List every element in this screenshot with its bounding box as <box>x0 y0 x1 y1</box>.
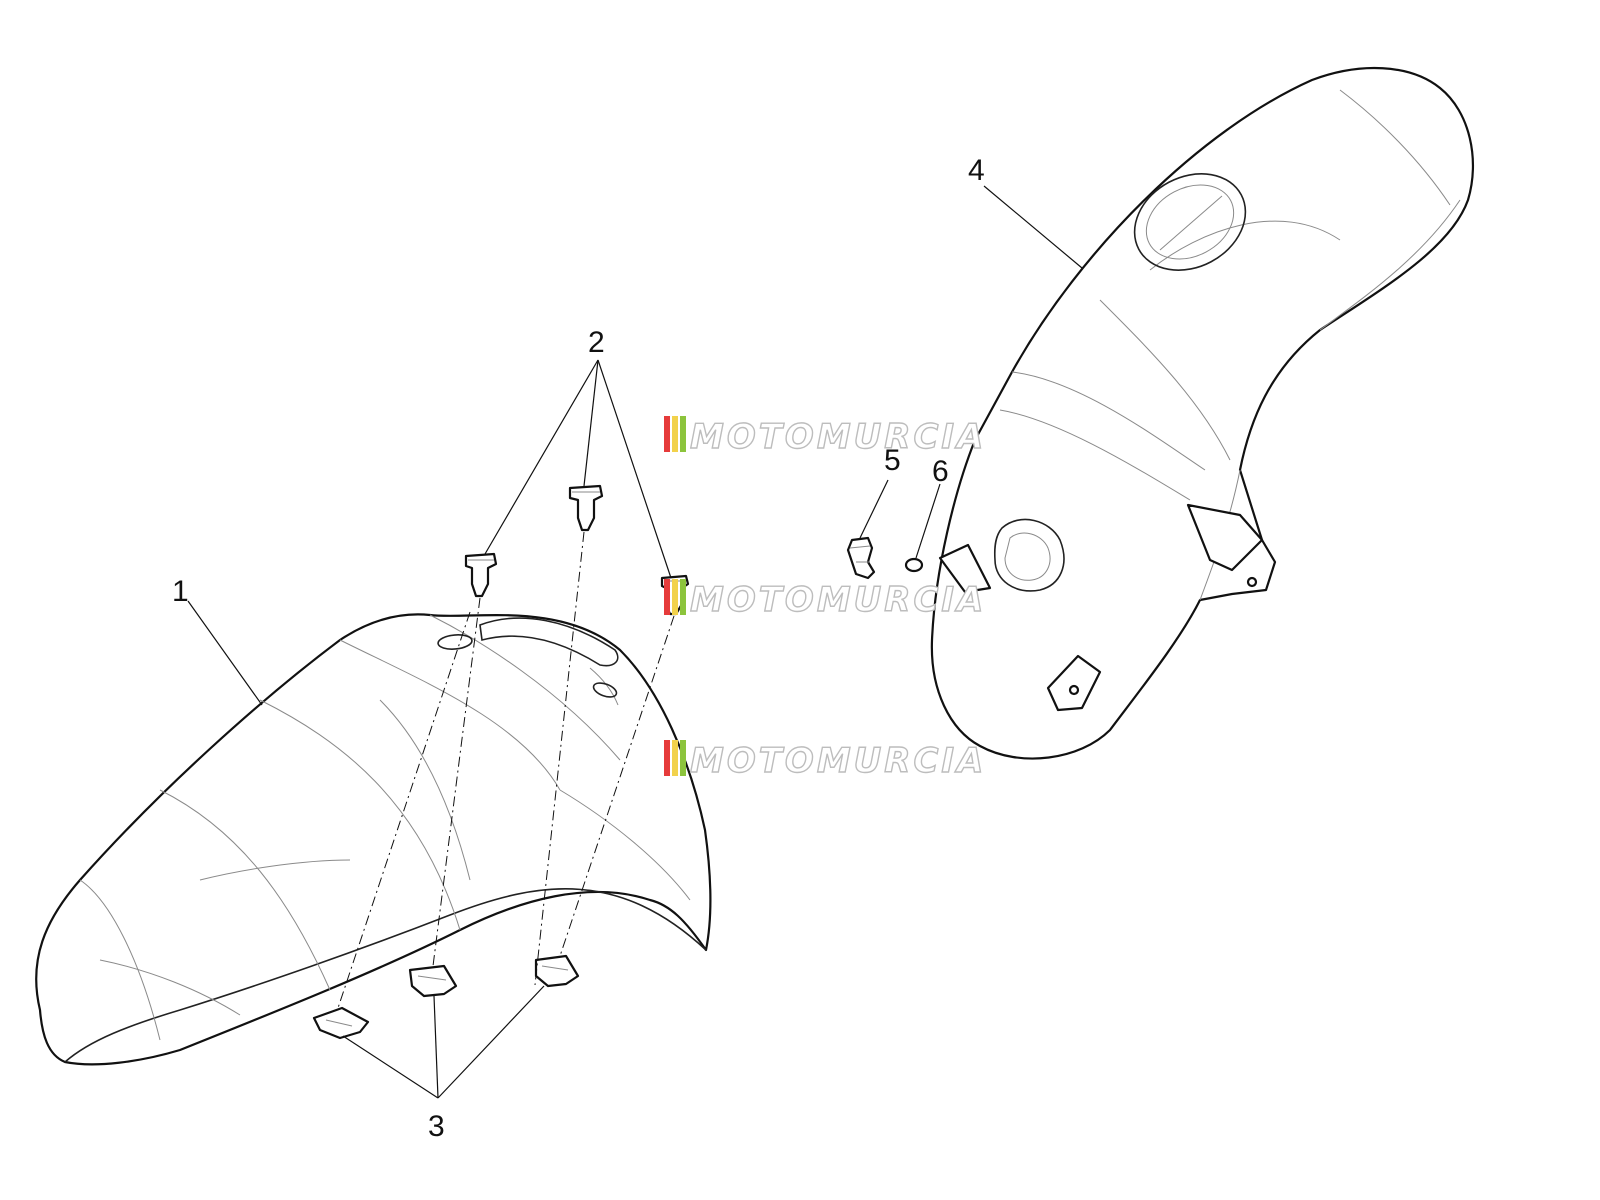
clip-nuts-part-3 <box>312 954 580 1040</box>
watermark-stripe-yellow-2 <box>672 579 678 615</box>
watermark-stripe-yellow-1 <box>672 416 678 452</box>
watermark-text-1: MOTOMURCIA <box>690 417 986 457</box>
watermark-text-3: MOTOMURCIA <box>690 741 986 781</box>
watermark-stripe-green-1 <box>680 416 686 452</box>
watermark-stripe-green-2 <box>680 579 686 615</box>
leader-lines <box>187 185 1083 1099</box>
callout-labels: 1 2 3 4 5 6 <box>172 154 985 1143</box>
watermark-stripe-red-1 <box>664 416 670 452</box>
screw-part-5 <box>846 536 876 580</box>
watermark-stripe-red-2 <box>664 579 670 615</box>
callout-2: 2 <box>588 326 605 359</box>
callout-5: 5 <box>884 444 901 477</box>
front-mudguard <box>35 613 712 1066</box>
watermark-stripe-red-3 <box>664 740 670 776</box>
callout-4: 4 <box>968 154 985 187</box>
assembly-axes <box>337 531 675 1009</box>
callout-1: 1 <box>172 575 189 608</box>
watermark-stripe-yellow-3 <box>672 740 678 776</box>
watermark-stripe-green-3 <box>680 740 686 776</box>
washer-part-6 <box>904 557 924 573</box>
callout-6: 6 <box>932 455 949 488</box>
watermark: MOTOMURCIA MOTOMURCIA MOTOMURCIA <box>664 416 986 782</box>
watermark-text-2: MOTOMURCIA <box>690 580 986 620</box>
rear-mudguard <box>930 66 1475 760</box>
callout-3: 3 <box>428 1110 445 1143</box>
